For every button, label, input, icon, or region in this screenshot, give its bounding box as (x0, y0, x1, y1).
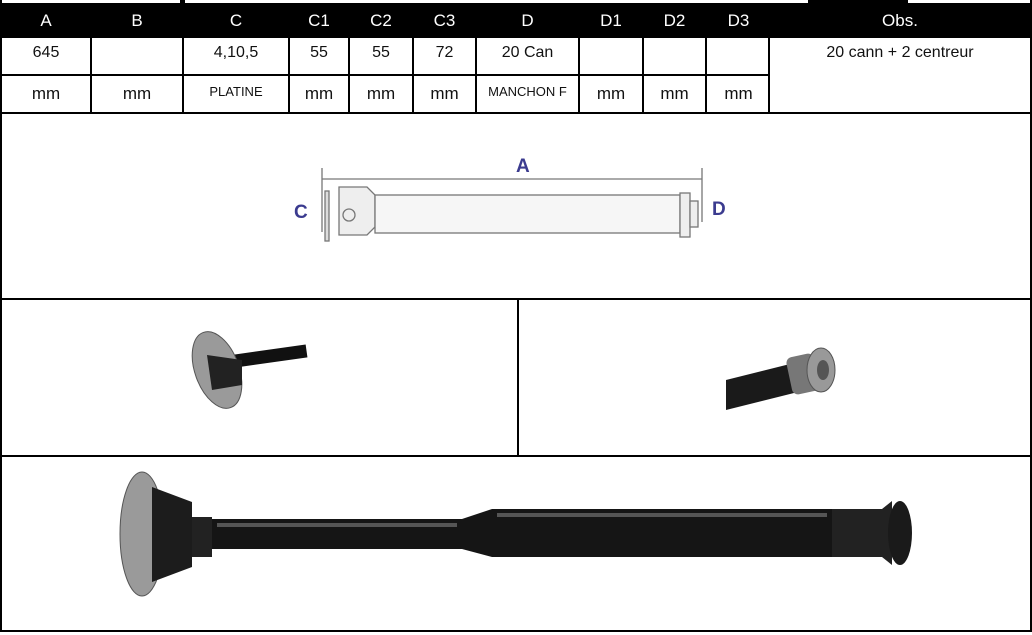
column-header: C1 (288, 3, 350, 38)
unit-cell: PLATINE (182, 74, 290, 114)
label-a: A (516, 156, 530, 177)
column-header: D3 (705, 3, 772, 38)
photo-end-d (517, 298, 1032, 457)
column-header: C3 (412, 3, 477, 38)
value-cell: 72 (412, 36, 477, 76)
value-cell (90, 36, 184, 76)
column-header: A (0, 3, 92, 38)
column-header: D2 (642, 3, 707, 38)
value-cell (705, 36, 772, 76)
photo-end-c (0, 298, 519, 457)
unit-cell: mm (705, 74, 772, 114)
flange-end-photo (191, 331, 308, 409)
unit-cell: mm (0, 74, 92, 114)
top-strip (185, 0, 808, 3)
value-cell: 55 (348, 36, 414, 76)
diagram-panel: A C D (0, 112, 1032, 300)
column-header: D1 (578, 3, 644, 38)
unit-cell: mm (578, 74, 644, 114)
photo-full-shaft (0, 455, 1032, 632)
sleeve-end-photo (726, 347, 836, 410)
top-strip (908, 0, 1030, 3)
column-header: B (90, 3, 184, 38)
value-cell: 4,10,5 (182, 36, 290, 76)
value-cell: 645 (0, 36, 92, 76)
unit-cell: mm (348, 74, 414, 114)
column-header: D (475, 3, 580, 38)
obs-cell: 20 cann + 2 centreur (768, 36, 1032, 114)
value-cell: 20 Can (475, 36, 580, 76)
driveshaft-photo (119, 471, 912, 597)
column-header: C (182, 3, 290, 38)
driveshaft-diagram (321, 168, 703, 242)
column-header: C2 (348, 3, 414, 38)
label-c: C (294, 202, 308, 223)
value-cell (578, 36, 644, 76)
unit-cell: mm (288, 74, 350, 114)
unit-cell: mm (412, 74, 477, 114)
value-cell (642, 36, 707, 76)
value-cell: 55 (288, 36, 350, 76)
column-header: Obs. (768, 3, 1032, 38)
label-d: D (712, 199, 726, 220)
unit-cell: mm (642, 74, 707, 114)
top-strip (2, 0, 180, 3)
unit-cell: mm (90, 74, 184, 114)
unit-cell: MANCHON F (475, 74, 580, 114)
